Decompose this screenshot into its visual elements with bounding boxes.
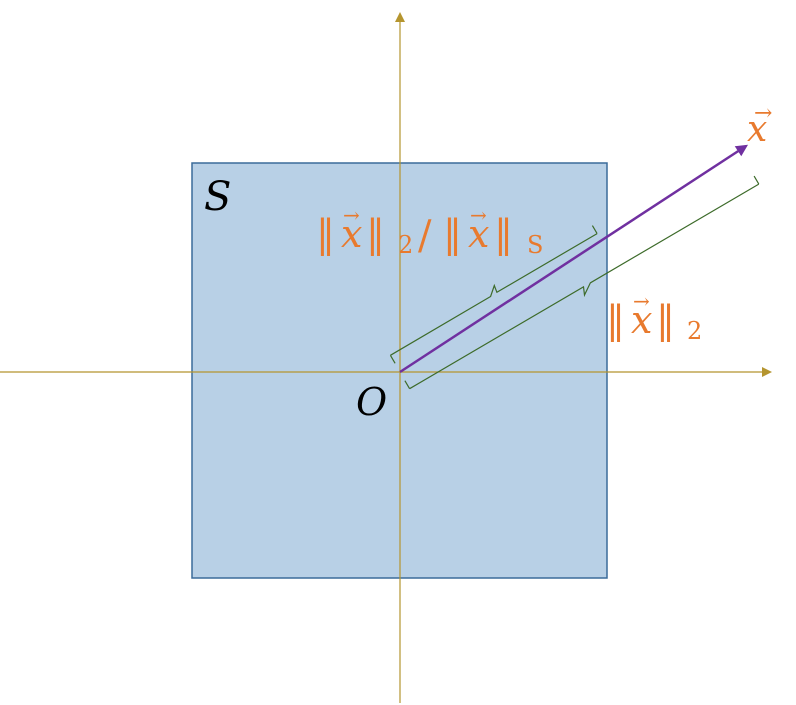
ratio-bar-open-2: ‖ — [443, 212, 462, 256]
ratio-bar-close: ‖ — [366, 212, 385, 256]
ratio-x-arrow: → — [343, 203, 360, 227]
norm2-label: ‖ → x ‖ 2 — [606, 289, 702, 345]
norm2-x: x — [631, 298, 652, 342]
origin-label: O — [356, 380, 387, 424]
ratio-bar-close-2: ‖ — [494, 212, 513, 256]
vector-x — [399, 144, 749, 374]
ratio-x-2: x — [468, 212, 489, 256]
short-brace — [389, 225, 598, 364]
vector-label-x: x — [747, 109, 767, 150]
norm2-x-arrow: → — [633, 289, 650, 313]
norm2-bar-close: ‖ — [656, 298, 675, 342]
norm2-bar-open: ‖ — [606, 298, 625, 342]
ratio-label: ‖ → x ‖ 2 / ‖ → x ‖ S — [316, 203, 543, 259]
long-brace — [404, 175, 760, 390]
region-label: S — [204, 174, 231, 220]
ratio-sub-s: S — [527, 231, 543, 259]
ratio-x2-arrow: → — [470, 203, 487, 227]
vector-label: → x — [747, 101, 772, 150]
ratio-x: x — [341, 212, 362, 256]
vector-label-arrow: → — [754, 101, 772, 126]
ratio-sub-2: 2 — [398, 231, 413, 259]
ratio-bar-open: ‖ — [316, 212, 335, 256]
ratio-slash: / — [418, 213, 432, 259]
norm2-sub-2: 2 — [687, 317, 702, 345]
